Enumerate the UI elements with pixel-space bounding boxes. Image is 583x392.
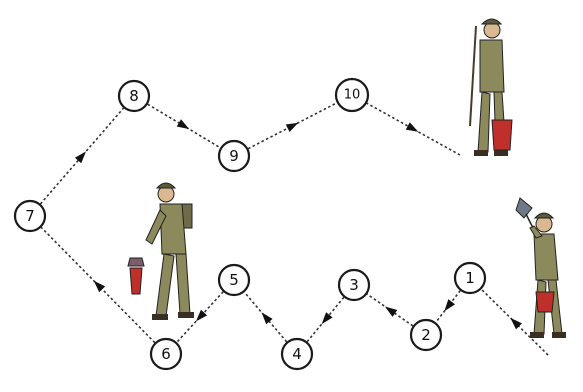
node-7: 7 <box>15 201 45 231</box>
arrow-10-end <box>406 122 419 131</box>
node-1: 1 <box>455 263 485 293</box>
node-6-label: 6 <box>161 345 171 363</box>
node-10-label: 10 <box>344 88 361 103</box>
node-5-label: 5 <box>229 271 239 289</box>
node-4: 4 <box>282 339 312 369</box>
arrow-4-5 <box>262 312 273 324</box>
arrow-2-3 <box>385 307 397 317</box>
node-2: 2 <box>411 320 441 350</box>
node-7-label: 7 <box>25 207 35 225</box>
arrows-layer <box>75 119 522 329</box>
node-6: 6 <box>151 339 181 369</box>
node-8: 8 <box>119 81 149 111</box>
arrow-6-7 <box>94 281 105 292</box>
node-2-label: 2 <box>421 326 431 344</box>
arrow-start-1 <box>510 318 521 329</box>
node-9: 9 <box>219 141 249 171</box>
soldier-middle-figure <box>128 183 194 320</box>
arrow-1-2 <box>444 299 455 311</box>
node-10: 10 <box>336 79 368 111</box>
node-1-label: 1 <box>465 269 475 287</box>
node-5: 5 <box>219 265 249 295</box>
node-3: 3 <box>339 270 369 300</box>
soldier-start-figure <box>516 198 566 338</box>
node-9-label: 9 <box>229 147 239 165</box>
node-4-label: 4 <box>292 345 302 363</box>
arrow-8-9 <box>177 119 189 129</box>
node-8-label: 8 <box>129 87 139 105</box>
arrow-9-10 <box>286 123 299 132</box>
soldier-end-figure <box>470 19 512 156</box>
node-3-label: 3 <box>349 276 359 294</box>
edges-layer <box>40 102 548 355</box>
